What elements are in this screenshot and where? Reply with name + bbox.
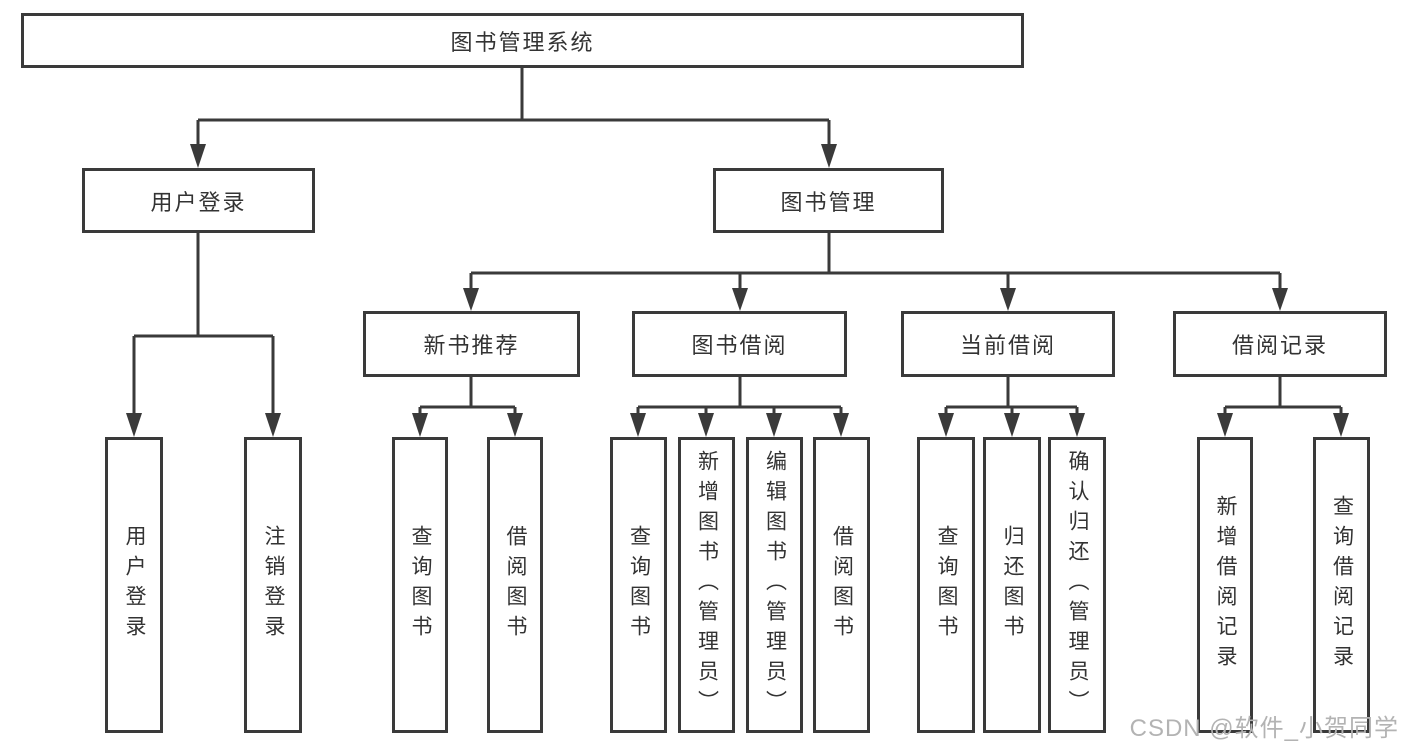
leaf-current-return-books: 归还图书 xyxy=(983,437,1041,733)
node-book-management: 图书管理 xyxy=(713,168,944,233)
leaf-borrowing-query-books: 查询图书 xyxy=(610,437,667,733)
leaf-borrowing-add-books-admin: 新增图书（管理员） xyxy=(678,437,735,733)
node-user-login: 用户登录 xyxy=(82,168,315,233)
leaf-records-query-record: 查询借阅记录 xyxy=(1313,437,1370,733)
leaf-recommend-query-books: 查询图书 xyxy=(392,437,448,733)
node-book-borrowing: 图书借阅 xyxy=(632,311,847,377)
leaf-user-login: 用户登录 xyxy=(105,437,163,733)
leaf-current-confirm-return-admin: 确认归还（管理员） xyxy=(1048,437,1106,733)
arrowhead-icons xyxy=(126,144,1349,437)
node-current-borrowing: 当前借阅 xyxy=(901,311,1115,377)
node-borrowing-records: 借阅记录 xyxy=(1173,311,1387,377)
node-new-book-recommend: 新书推荐 xyxy=(363,311,580,377)
csdn-watermark: CSDN @软件_小贺同学 xyxy=(1129,715,1399,742)
leaf-logout: 注销登录 xyxy=(244,437,302,733)
leaf-borrowing-edit-books-admin: 编辑图书（管理员） xyxy=(746,437,803,733)
leaf-records-add-record: 新增借阅记录 xyxy=(1197,437,1253,733)
leaf-current-query-books: 查询图书 xyxy=(917,437,975,733)
node-root-system: 图书管理系统 xyxy=(21,13,1024,68)
leaf-recommend-borrow-books: 借阅图书 xyxy=(487,437,543,733)
leaf-borrowing-borrow-books: 借阅图书 xyxy=(813,437,870,733)
